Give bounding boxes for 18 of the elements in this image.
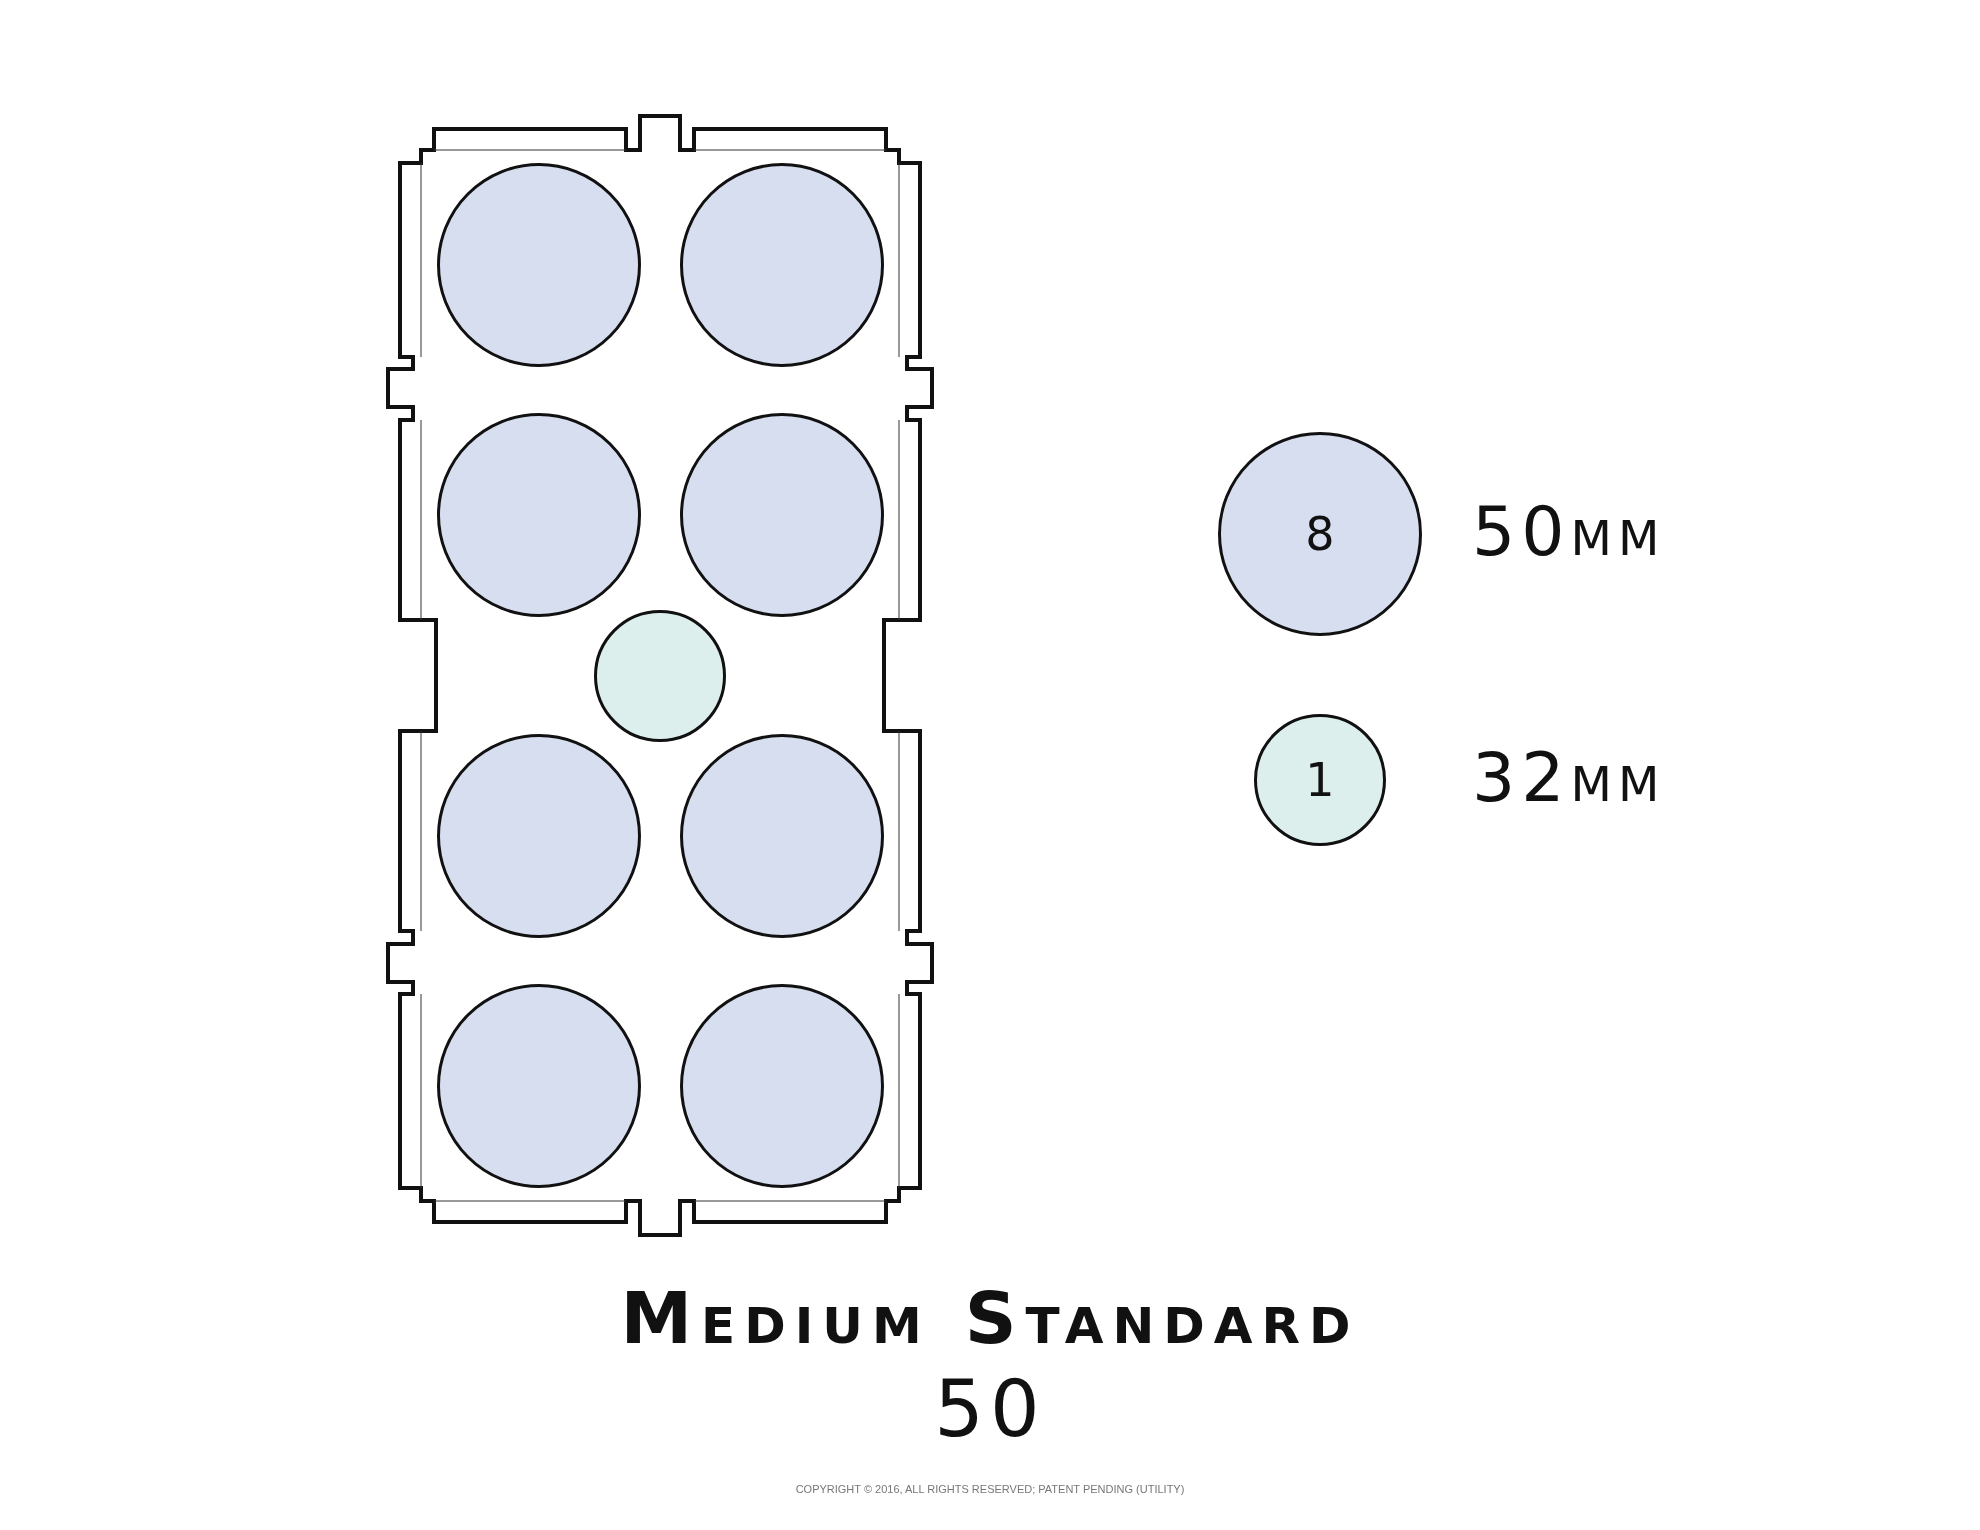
size-number: 50 [933, 1370, 1047, 1448]
cavity-circle [437, 413, 641, 617]
cavity-circle [437, 734, 641, 938]
cavity-circle [437, 984, 641, 1188]
legend-circle [1254, 714, 1386, 846]
legend-circle [1218, 432, 1422, 636]
cavity-circle [437, 163, 641, 367]
count-number: 1 [1305, 753, 1335, 807]
cavity-circle [680, 163, 884, 367]
title: Medium Standard [619, 1282, 1361, 1354]
count-number: 8 [1305, 507, 1335, 561]
cavity-circle [680, 734, 884, 938]
cavity-circle [594, 610, 726, 742]
cavity-circle [680, 984, 884, 1188]
copyright-note: COPYRIGHT © 2016, ALL RIGHTS RESERVED; PATENT PENDING (UTILITY) [794, 1484, 1186, 1495]
size-label: 50mm [1472, 498, 1666, 566]
size-label: 32mm [1472, 744, 1666, 812]
cavity-circle [680, 413, 884, 617]
